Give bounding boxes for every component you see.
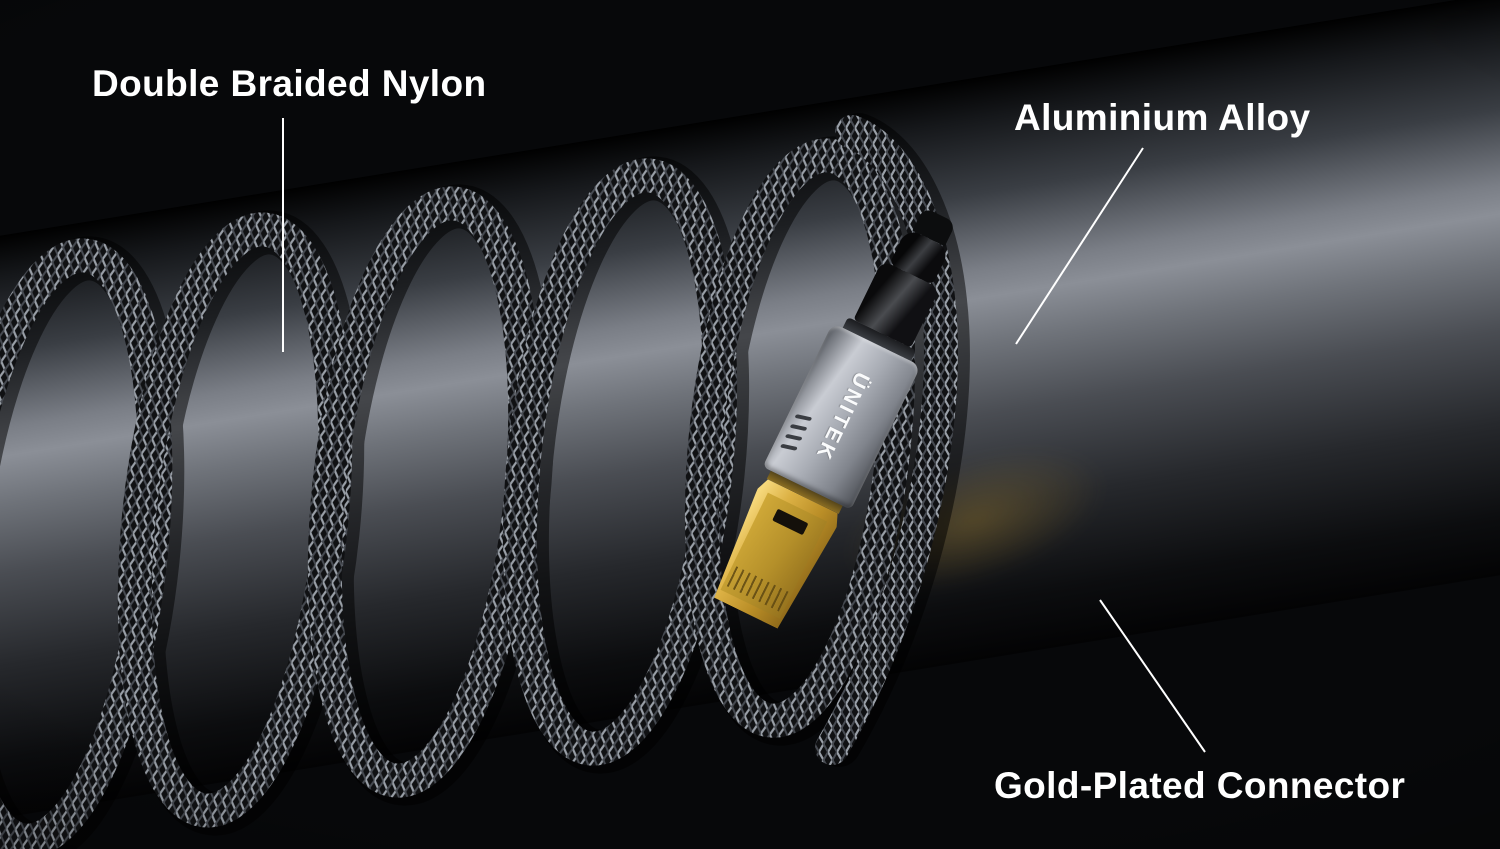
vent-slot	[789, 423, 808, 432]
braid-annotation-label: Double Braided Nylon	[92, 63, 487, 104]
gold-annotation-label: Gold-Plated Connector	[994, 765, 1406, 806]
alloy-annotation-label: Aluminium Alloy	[1014, 97, 1311, 138]
vent-slot	[784, 433, 803, 441]
